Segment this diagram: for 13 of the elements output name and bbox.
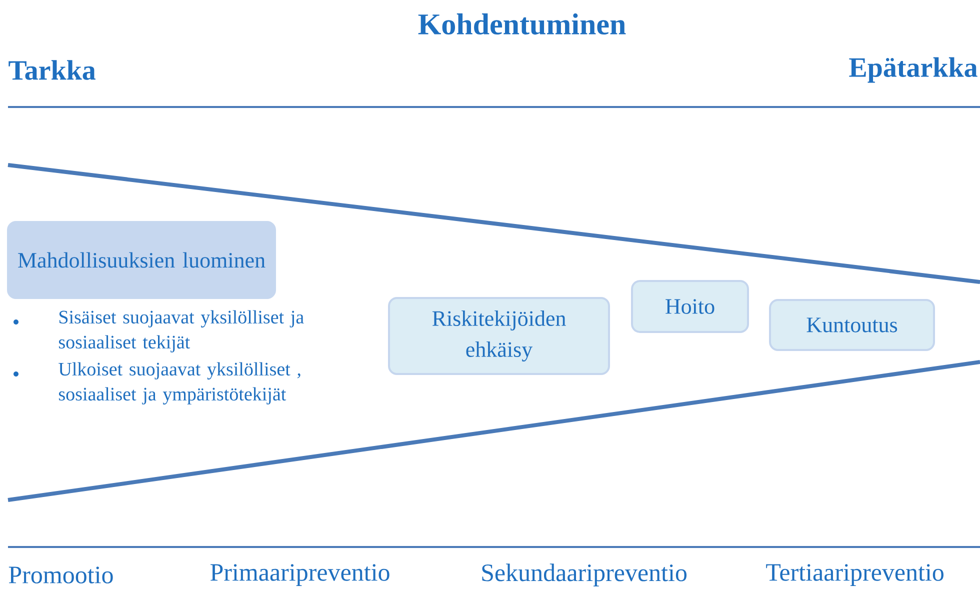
stage-label: Tertiaaripreventio xyxy=(766,564,944,586)
scale-end-label: Tarkka xyxy=(8,60,96,80)
bullet-text: Sisäiset suojaavat yksilölliset ja sosiaaliset tekijät xyxy=(58,310,304,352)
stage-label: Promootio xyxy=(8,566,113,584)
rounded-box: Hoito xyxy=(631,280,749,333)
stage-label: Sekundaaripreventio xyxy=(482,564,686,586)
title: Kohdentuminen xyxy=(418,13,626,35)
stage-label: Primaaripreventio xyxy=(210,564,390,586)
rounded-box: Mahdollisuuksien luominen xyxy=(7,221,276,299)
bullet-text: Ulkoiset suojaavat yksilölliset , sosiaaliset ja ympäristötekijät xyxy=(58,362,300,404)
rounded-box: Riskitekijöiden ehkäisy xyxy=(388,297,610,375)
rounded-box: Kuntoutus xyxy=(769,299,935,351)
scale-end-label: Epätarkka xyxy=(849,57,978,83)
